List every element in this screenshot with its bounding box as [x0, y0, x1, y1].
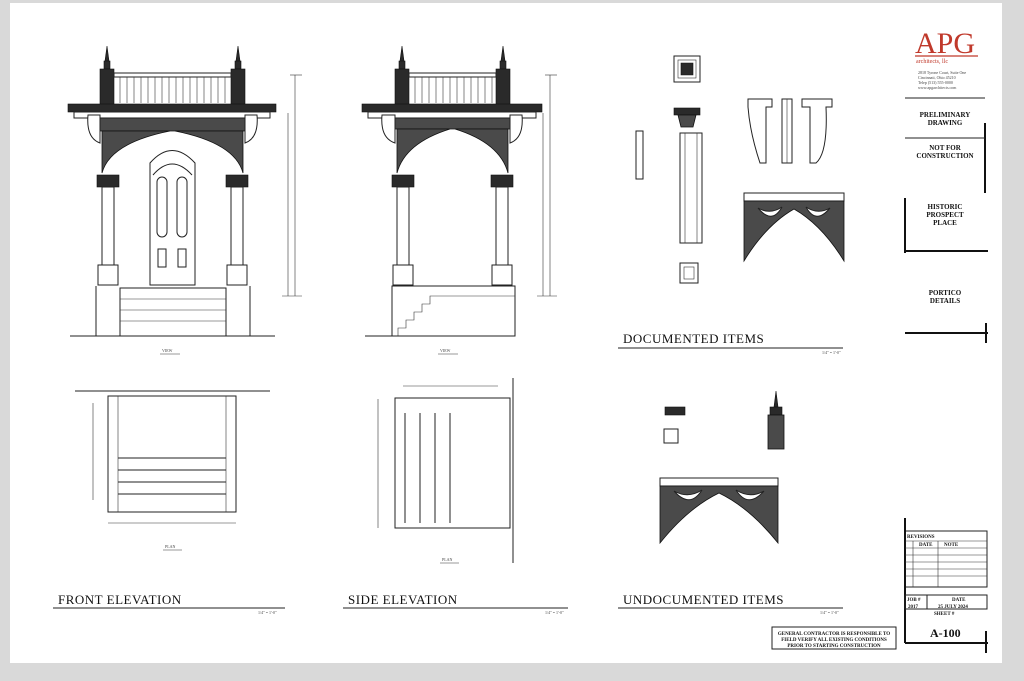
svg-text:DATE: DATE	[952, 598, 966, 603]
svg-text:REVISIONS: REVISIONS	[907, 535, 935, 540]
svg-text:PLACE: PLACE	[933, 219, 957, 227]
svg-text:Telep (513) 555-0000: Telep (513) 555-0000	[918, 80, 953, 85]
svg-text:PRIOR TO STARTING CONSTRUCTION: PRIOR TO STARTING CONSTRUCTION	[787, 644, 881, 649]
front-elevation-title: FRONT ELEVATION	[58, 592, 182, 607]
svg-text:JOB #: JOB #	[907, 598, 921, 603]
side-view-label: VIEW	[440, 348, 451, 353]
drawing-sheet: VIEW VIEW PLAN	[10, 3, 1002, 663]
documented-items-title: DOCUMENTED ITEMS	[623, 331, 764, 346]
sheet-number: A-100	[930, 626, 961, 640]
svg-text:FIELD VERIFY ALL EXISTING COND: FIELD VERIFY ALL EXISTING CONDITIONS	[781, 638, 887, 643]
job-number: 2017	[908, 605, 919, 610]
general-contractor-note: GENERAL CONTRACTOR IS RESPONSIBLE TO FIE…	[771, 626, 897, 650]
front-door	[149, 150, 196, 286]
front-plan-label: PLAN	[165, 544, 176, 549]
side-plan-label: PLAN	[442, 557, 453, 562]
svg-text:DATE: DATE	[919, 543, 933, 548]
documented-scale: 1/4" = 1'-0"	[822, 350, 841, 355]
svg-text:Cincinnati, Ohio 45210: Cincinnati, Ohio 45210	[918, 75, 956, 81]
title-block: APG architects, llc 2818 Tyrone Court, S…	[904, 27, 988, 653]
finial-left	[104, 45, 110, 62]
front-scale: 1/4" = 1'-0"	[258, 610, 277, 615]
svg-text:GENERAL CONTRACTOR IS RESPONSI: GENERAL CONTRACTOR IS RESPONSIBLE TO	[778, 632, 890, 637]
front-plan	[75, 390, 270, 524]
svg-text:PROSPECT: PROSPECT	[926, 211, 964, 219]
svg-text:DETAILS: DETAILS	[930, 297, 960, 305]
svg-text:NOTE: NOTE	[944, 543, 959, 548]
project-name: HISTORIC	[928, 203, 963, 211]
side-elevation-title: SIDE ELEVATION	[348, 592, 458, 607]
side-plan	[377, 378, 514, 563]
sheet-title: PORTICO	[929, 289, 962, 297]
documented-items-details	[635, 55, 845, 284]
firm-logo: APG	[915, 27, 975, 60]
svg-text:2818 Tyrone Court, Suite One: 2818 Tyrone Court, Suite One	[918, 70, 966, 76]
svg-text:DRAWING: DRAWING	[928, 119, 963, 127]
undocumented-items-title: UNDOCUMENTED ITEMS	[623, 592, 784, 607]
architectural-drawing: VIEW VIEW PLAN	[53, 27, 988, 653]
not-for-construction-label: NOT FOR	[929, 144, 962, 152]
drawing-date: 25 JULY 2024	[938, 605, 968, 610]
front-elevation-view	[67, 45, 302, 337]
preliminary-drawing-label: PRELIMINARY	[920, 111, 971, 119]
svg-text:www.apgarchitects.com: www.apgarchitects.com	[918, 85, 957, 90]
front-view-label: VIEW	[162, 348, 173, 353]
firm-subtitle: architects, llc	[916, 59, 948, 65]
svg-text:CONSTRUCTION: CONSTRUCTION	[916, 152, 973, 160]
undocumented-scale: 1/4" = 1'-0"	[820, 610, 839, 615]
side-scale: 1/4" = 1'-0"	[545, 610, 564, 615]
svg-text:SHEET #: SHEET #	[934, 612, 955, 617]
undocumented-items-details	[659, 390, 785, 545]
finial-right	[235, 45, 241, 62]
side-elevation-view	[361, 45, 557, 337]
